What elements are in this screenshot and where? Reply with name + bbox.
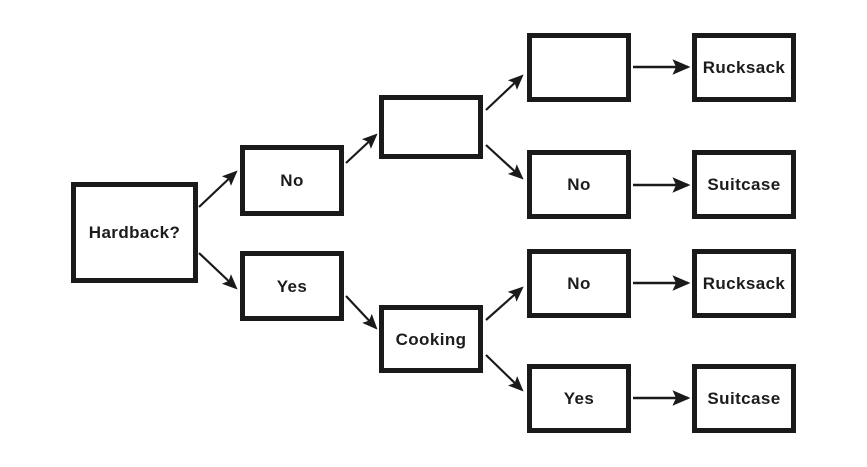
- node-label: Yes: [563, 389, 595, 408]
- edge-arrow-n0-to-n1: [198, 170, 238, 208]
- node-box-hardback-n0[interactable]: Hardback?: [71, 182, 198, 283]
- node-label: Hardback?: [88, 223, 181, 242]
- node-box-yes-n8[interactable]: Yes: [527, 364, 631, 433]
- edge-arrow-n3-to-n6: [485, 144, 524, 180]
- node-label: Cooking: [395, 329, 467, 349]
- node-box-yes-n2[interactable]: Yes: [240, 251, 344, 321]
- node-box-empty-n5[interactable]: [527, 33, 631, 102]
- node-label: Suitcase: [707, 175, 781, 194]
- node-label: No: [567, 175, 591, 194]
- node-box-no-n7[interactable]: No: [527, 249, 631, 318]
- node-box-no-n6[interactable]: No: [527, 150, 631, 219]
- node-label: Rucksack: [702, 274, 786, 293]
- node-box-empty-n3[interactable]: [379, 95, 483, 159]
- edge-arrow-n1-to-n3: [345, 133, 378, 164]
- node-label: No: [567, 274, 591, 293]
- node-box-cooking-n4[interactable]: Cooking: [379, 305, 483, 373]
- node-box-rucksack-n11[interactable]: Rucksack: [692, 249, 796, 318]
- edge-arrow-n0-to-n2: [198, 252, 238, 290]
- node-box-suitcase-n10[interactable]: Suitcase: [692, 150, 796, 219]
- edge-arrow-n4-to-n8: [485, 354, 524, 392]
- node-label: Suitcase: [707, 389, 781, 408]
- node-box-rucksack-n9[interactable]: Rucksack: [692, 33, 796, 102]
- node-box-no-n1[interactable]: No: [240, 145, 344, 216]
- node-label: Rucksack: [702, 58, 786, 77]
- node-label: Yes: [276, 276, 308, 296]
- node-label: No: [280, 171, 304, 190]
- edge-arrow-n2-to-n4: [345, 295, 378, 330]
- edge-arrow-n3-to-n5: [485, 74, 524, 111]
- edge-arrow-n4-to-n7: [485, 286, 524, 321]
- node-box-suitcase-n12[interactable]: Suitcase: [692, 364, 796, 433]
